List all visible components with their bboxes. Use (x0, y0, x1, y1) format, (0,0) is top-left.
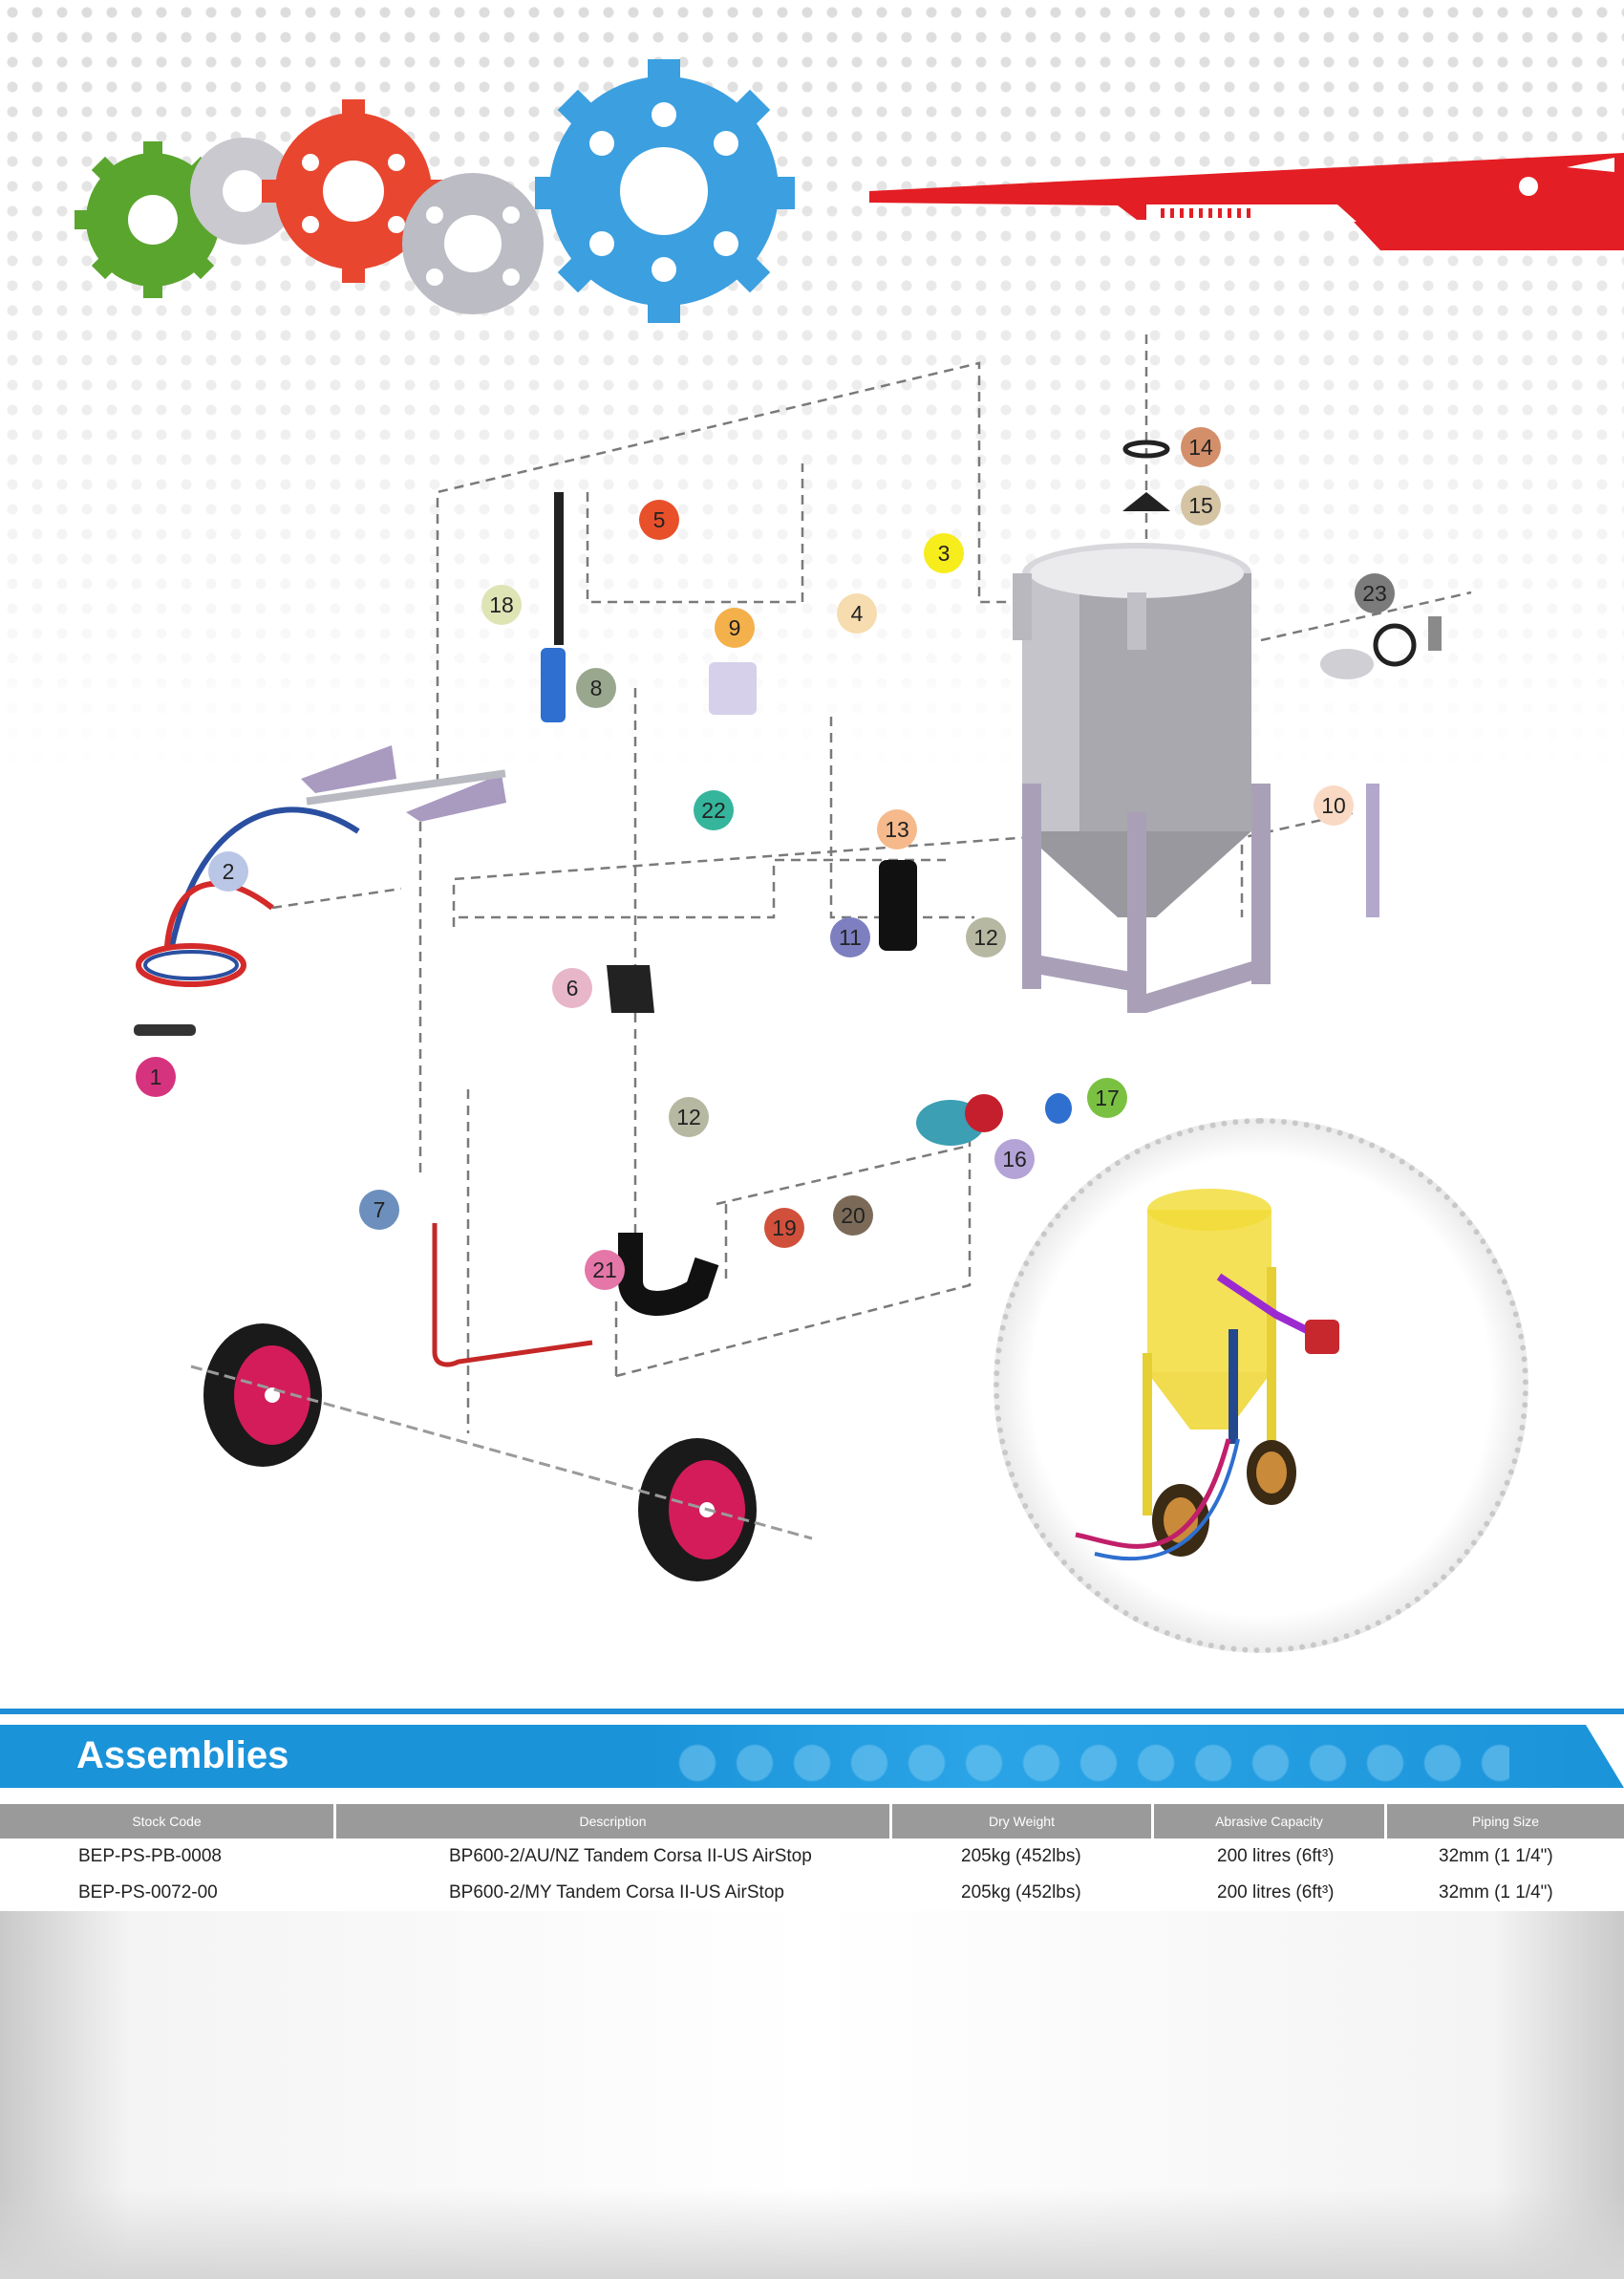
callout-9: 9 (715, 608, 755, 648)
exhaust-muffler-hose (554, 492, 564, 645)
callout-1: 1 (136, 1057, 176, 1097)
assemblies-banner: Assemblies (0, 1725, 1624, 1788)
choke-valve-part (607, 965, 654, 1013)
wheel-left (203, 1323, 322, 1467)
col-header: Piping Size (1471, 1814, 1540, 1829)
gear-blue-icon (535, 59, 795, 323)
col-header: Abrasive Capacity (1154, 1804, 1387, 1838)
hose-coil (136, 943, 246, 987)
t-handle-part (1428, 616, 1442, 651)
cell-stock-code: BEP-PS-0072-00 (78, 1882, 218, 1903)
cell-capacity: 200 litres (6ft³) (1217, 1882, 1335, 1903)
control-hose-red (164, 880, 274, 947)
col-header: Stock Code (0, 1804, 336, 1838)
callout-7: 7 (359, 1190, 399, 1230)
regulator-part (709, 662, 757, 715)
wheel-right (638, 1438, 757, 1581)
gear-gray-small-icon (190, 138, 297, 245)
callout-5: 5 (639, 500, 679, 540)
gear-gray-icon (402, 173, 544, 314)
callout-14: 14 (1181, 427, 1221, 467)
col-header: Dry Weight (892, 1804, 1154, 1838)
table-row: BEP-PS-PB-0008 BP600-2/AU/NZ Tandem Cors… (0, 1838, 1624, 1875)
cell-capacity: 200 litres (6ft³) (1217, 1846, 1335, 1866)
blast-hose-blue (169, 806, 360, 947)
section-title: Assemblies (76, 1734, 289, 1776)
coupling-part (1045, 1093, 1072, 1124)
callout-4: 4 (837, 593, 877, 634)
callout-17: 17 (1087, 1078, 1127, 1118)
red-tech-banner (869, 153, 1624, 250)
inspection-lid-part (1320, 649, 1374, 679)
callout-6: 6 (552, 968, 592, 1008)
callout-12b: 12 (669, 1097, 709, 1137)
table-header: Stock Code Description Dry Weight Abrasi… (0, 1804, 1624, 1838)
col-header: Description (336, 1804, 892, 1838)
cell-piping: 32mm (1 1/4") (1439, 1882, 1553, 1903)
callout-12a: 12 (966, 917, 1006, 957)
cell-stock-code: BEP-PS-PB-0008 (78, 1846, 222, 1866)
cell-dry-weight: 205kg (452lbs) (961, 1882, 1081, 1903)
callout-21: 21 (585, 1250, 625, 1290)
callout-23: 23 (1355, 573, 1395, 613)
callout-13: 13 (877, 809, 917, 849)
callout-22: 22 (694, 790, 734, 830)
callout-2: 2 (208, 851, 248, 892)
axle (190, 1365, 813, 1540)
table-row: BEP-PS-0072-00 BP600-2/MY Tandem Corsa I… (0, 1875, 1624, 1911)
callout-11: 11 (830, 917, 870, 957)
callout-10: 10 (1314, 785, 1354, 826)
o-ring-part (1122, 440, 1170, 459)
exploded-diagram (75, 59, 1624, 1581)
handle-bracket-right (406, 774, 506, 822)
filter-part (879, 860, 917, 951)
twinline-hose (432, 1223, 593, 1367)
gear-pattern-icon (669, 1725, 1509, 1788)
bracket-part (1366, 784, 1379, 917)
rubber-elbow-part (618, 1233, 719, 1316)
cell-description: BP600-2/AU/NZ Tandem Corsa II-US AirStop (449, 1846, 812, 1866)
tank-frame (1022, 784, 1271, 1013)
deadman-handle-part (134, 1024, 196, 1036)
cell-piping: 32mm (1 1/4") (1439, 1846, 1553, 1866)
pop-up-valve-part (1122, 492, 1170, 511)
callout-19: 19 (764, 1208, 804, 1248)
cell-dry-weight: 205kg (452lbs) (961, 1846, 1081, 1866)
moisture-separator-part (541, 648, 566, 722)
callout-20: 20 (833, 1195, 873, 1236)
callout-15: 15 (1181, 485, 1221, 526)
leader-lines (271, 334, 1472, 1433)
band-top-line (0, 1709, 1624, 1714)
assembled-view-inset (994, 1118, 1528, 1653)
cell-description: BP600-2/MY Tandem Corsa II-US AirStop (449, 1882, 784, 1903)
callout-8: 8 (576, 668, 616, 708)
handle-bracket-left (301, 745, 396, 793)
gear-red-icon (262, 99, 445, 283)
callout-16: 16 (994, 1139, 1035, 1179)
callout-3: 3 (924, 533, 964, 573)
assemblies-table: BEP-PS-PB-0008 BP600-2/AU/NZ Tandem Cors… (0, 1838, 1624, 1911)
gasket-part (1373, 623, 1417, 667)
callout-18: 18 (481, 585, 522, 625)
